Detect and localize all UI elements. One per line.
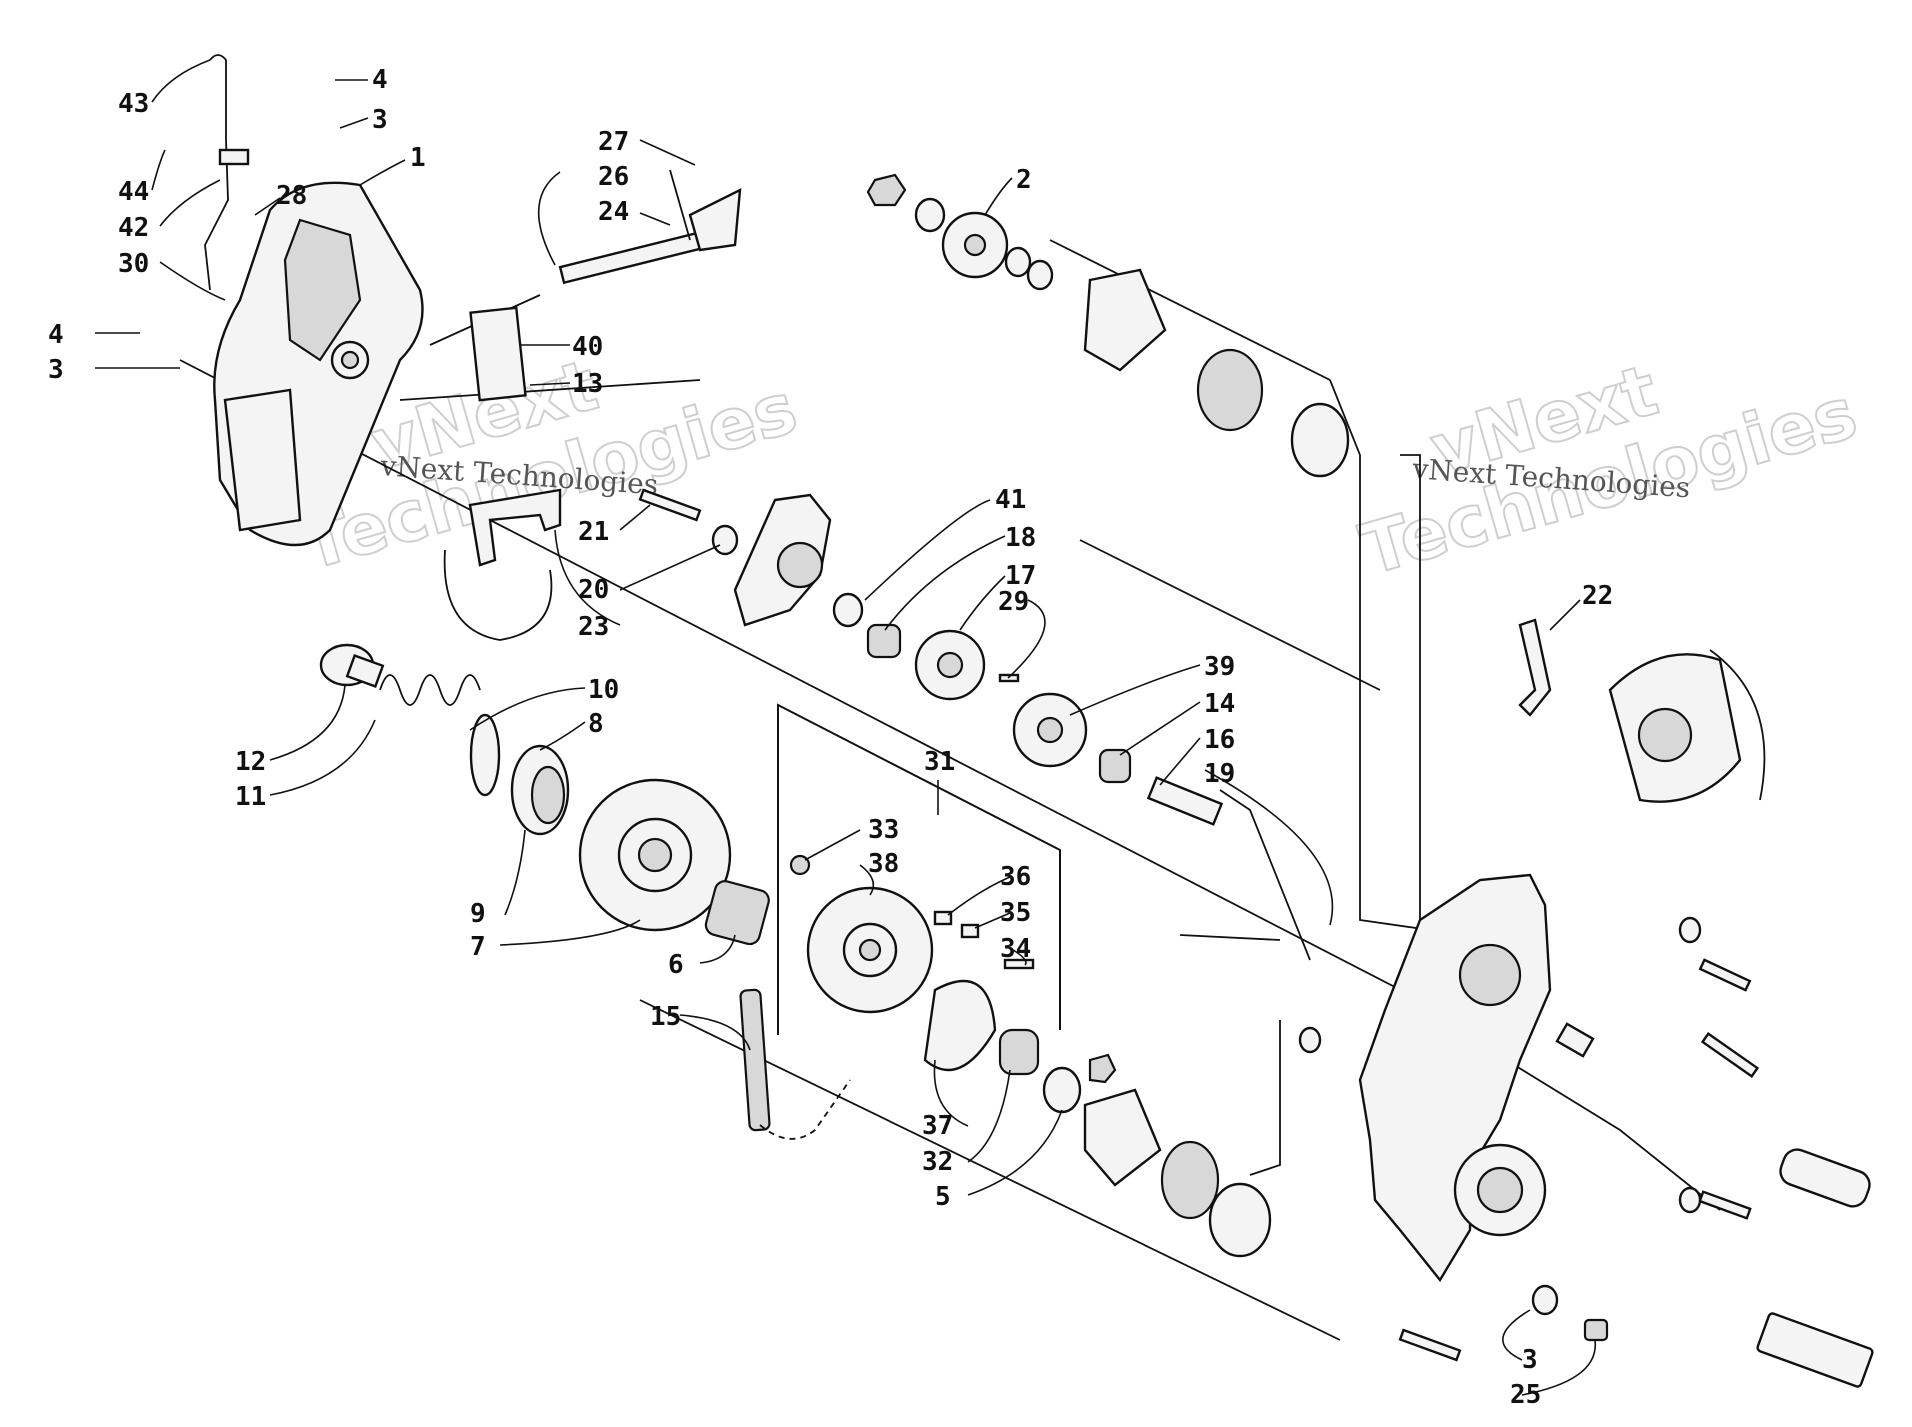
callout-32: 32 <box>922 1147 953 1177</box>
chain-15 <box>739 988 851 1140</box>
callout-25: 25 <box>1510 1380 1541 1410</box>
callout-26: 26 <box>598 162 629 192</box>
seal-upper <box>1290 402 1350 478</box>
bearing-flange-lower <box>1083 1088 1162 1187</box>
callout-19: 19 <box>1204 759 1235 789</box>
callout-4-top: 4 <box>372 65 388 95</box>
gear-6 <box>704 880 770 946</box>
screw-34 <box>1003 958 1035 970</box>
ring-10 <box>469 713 501 797</box>
callout-41: 41 <box>995 485 1026 515</box>
spring-35 <box>960 923 980 939</box>
dipstick <box>204 54 250 291</box>
callout-35: 35 <box>1000 898 1031 928</box>
callout-39: 39 <box>1204 652 1235 682</box>
callout-17: 17 <box>1005 561 1036 591</box>
chaincase-cover <box>213 181 424 547</box>
plate <box>469 306 527 402</box>
leader-lines <box>95 59 1597 1396</box>
callout-14: 14 <box>1204 689 1235 719</box>
callout-15: 15 <box>650 1002 681 1032</box>
callout-43: 43 <box>118 89 149 119</box>
callout-37: 37 <box>922 1111 953 1141</box>
gear-38 <box>806 886 934 1014</box>
callout-44: 44 <box>118 177 149 207</box>
callout-12: 12 <box>235 747 266 777</box>
collar-37 <box>923 979 997 1072</box>
nut-top <box>866 173 907 207</box>
sprocket-39 <box>1012 692 1088 768</box>
bolt-21 <box>638 488 702 522</box>
callout-20: 20 <box>578 575 609 605</box>
callout-30: 30 <box>118 249 149 279</box>
callout-3-top: 3 <box>372 105 388 135</box>
washer-top <box>914 197 946 233</box>
plunger-12 <box>319 643 385 689</box>
bearing-flange-upper <box>1083 268 1167 372</box>
nut-lower <box>1088 1053 1117 1084</box>
callout-40: 40 <box>572 332 603 362</box>
callout-21: 21 <box>578 517 609 547</box>
chaincase-housing <box>1358 873 1595 1283</box>
washer-20 <box>711 524 739 556</box>
bearing-32 <box>998 1028 1040 1076</box>
callout-13: 13 <box>572 369 603 399</box>
callout-6: 6 <box>668 950 684 980</box>
detent-36 <box>933 910 953 926</box>
callout-3-left: 3 <box>48 355 64 385</box>
callout-38: 38 <box>868 849 899 879</box>
callout-7: 7 <box>470 932 486 962</box>
bearing-14 <box>1098 748 1132 784</box>
callout-36: 36 <box>1000 862 1031 892</box>
callout-3-bottom: 3 <box>1522 1345 1538 1375</box>
spring-11 <box>379 674 481 706</box>
bolt-25 <box>1583 1318 1609 1342</box>
callout-24: 24 <box>598 197 629 227</box>
callout-2: 2 <box>1016 165 1032 195</box>
sprocket-2 <box>941 211 1009 279</box>
sprocket-7 <box>578 778 732 932</box>
callout-labels: 43 4 3 1 44 42 28 30 4 3 40 13 27 26 24 … <box>48 65 1613 1410</box>
callout-33: 33 <box>868 815 899 845</box>
callout-1: 1 <box>410 143 426 173</box>
bearing-lower <box>1160 1140 1220 1220</box>
washer-a <box>1004 246 1032 278</box>
callout-34: 34 <box>1000 934 1031 964</box>
watermark-right: vNext Technologies vNext Technologies <box>1351 348 1866 592</box>
tensioner-bracket <box>443 488 562 641</box>
screw-33 <box>789 854 811 876</box>
callout-42: 42 <box>118 213 149 243</box>
callout-10: 10 <box>588 675 619 705</box>
callout-5: 5 <box>935 1182 951 1212</box>
sprocket-17 <box>914 629 986 701</box>
shaft-24 <box>558 169 742 285</box>
callout-4-left: 4 <box>48 320 64 350</box>
output-shaft-lower <box>1756 1312 1874 1388</box>
callout-23: 23 <box>578 612 609 642</box>
output-shaft-upper <box>1779 1148 1871 1208</box>
washer-41 <box>832 592 864 628</box>
callout-31: 31 <box>924 747 955 777</box>
tensioner-hub <box>776 541 824 589</box>
bearing-upper <box>1196 348 1264 432</box>
bearing-8 <box>510 744 570 836</box>
shaft-16 <box>1146 776 1224 826</box>
group-bracket-31 <box>777 703 1061 1035</box>
callout-11: 11 <box>235 782 266 812</box>
brake-assembly <box>1518 618 1766 803</box>
housing-bolts <box>1298 916 1760 1362</box>
washer-b <box>1026 259 1054 291</box>
callout-22: 22 <box>1582 581 1613 611</box>
seal-lower <box>1208 1182 1272 1258</box>
callout-8: 8 <box>588 709 604 739</box>
callout-9: 9 <box>470 899 486 929</box>
callout-28: 28 <box>276 181 307 211</box>
callout-29: 29 <box>998 587 1029 617</box>
callout-16: 16 <box>1204 725 1235 755</box>
callout-27: 27 <box>598 127 629 157</box>
bearing-18 <box>866 623 902 659</box>
washer-5 <box>1042 1066 1082 1114</box>
callout-18: 18 <box>1005 523 1036 553</box>
